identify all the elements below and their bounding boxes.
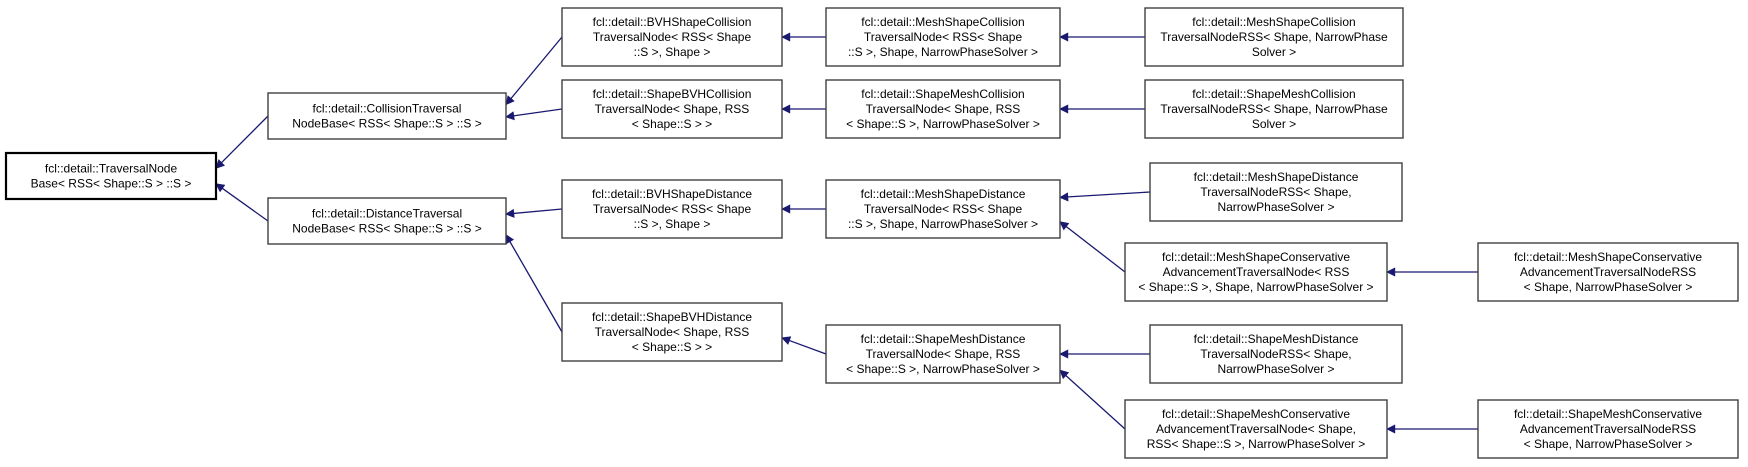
class-node-box: [561, 179, 783, 239]
inheritance-arrow: [1059, 221, 1126, 273]
inheritance-arrow: [505, 36, 563, 106]
inheritance-arrow: [215, 115, 269, 169]
class-node-box: [267, 197, 507, 245]
class-node-box: [1144, 79, 1404, 139]
class-node-box: [1477, 242, 1739, 302]
edges-layer: [215, 32, 1478, 434]
class-node-box: [561, 7, 783, 67]
class-node-box: [1124, 242, 1388, 302]
inheritance-arrow: [505, 234, 563, 333]
class-node-box: [1149, 162, 1403, 222]
class-node-box: [825, 324, 1061, 384]
class-node-box: [561, 302, 783, 362]
inheritance-arrow: [1059, 191, 1151, 202]
class-node-box: [825, 79, 1061, 139]
class-node-box: [1149, 324, 1403, 384]
inheritance-arrow: [1059, 369, 1126, 430]
inheritance-arrow: [781, 336, 827, 355]
inheritance-arrow: [505, 108, 563, 121]
class-node-box: [561, 79, 783, 139]
class-node-box: [267, 92, 507, 140]
inheritance-arrow: [505, 208, 563, 218]
class-node-box: [1144, 7, 1404, 67]
inheritance-arrow: [215, 183, 269, 222]
class-node-box: [4, 151, 218, 201]
class-node-box: [1124, 399, 1388, 459]
class-node-box: [825, 179, 1061, 239]
class-node-box: [825, 7, 1061, 67]
class-node-box: [1477, 399, 1739, 459]
